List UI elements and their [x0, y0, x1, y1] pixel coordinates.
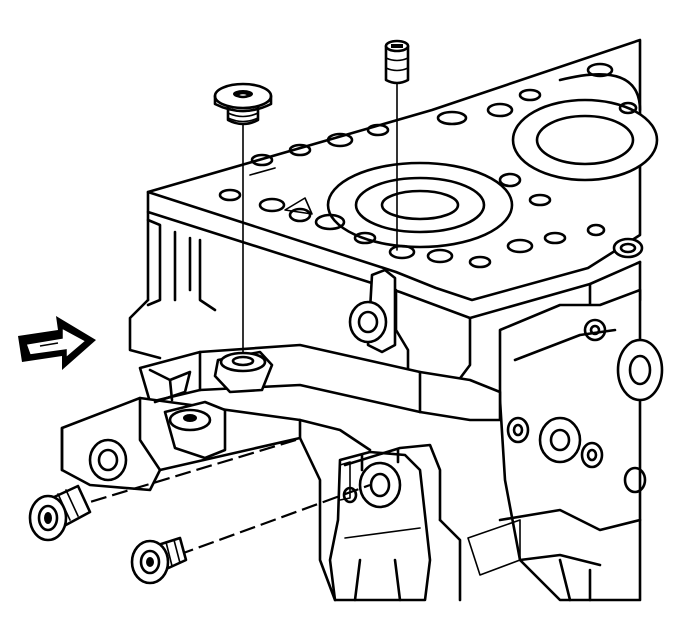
- dowel-pin: [384, 39, 410, 85]
- arrow-right-icon: [18, 316, 96, 370]
- front-lower-plug-alignment-line: [177, 483, 371, 557]
- oil-gallery-plug-top: [213, 82, 273, 126]
- oil-gallery-plug-front-upper: [28, 484, 92, 542]
- oil-gallery-plug-front-lower: [130, 536, 188, 585]
- alignment-lines: [69, 81, 398, 557]
- engine-block: [60, 38, 664, 602]
- front-upper-plug-alignment-line: [69, 438, 297, 510]
